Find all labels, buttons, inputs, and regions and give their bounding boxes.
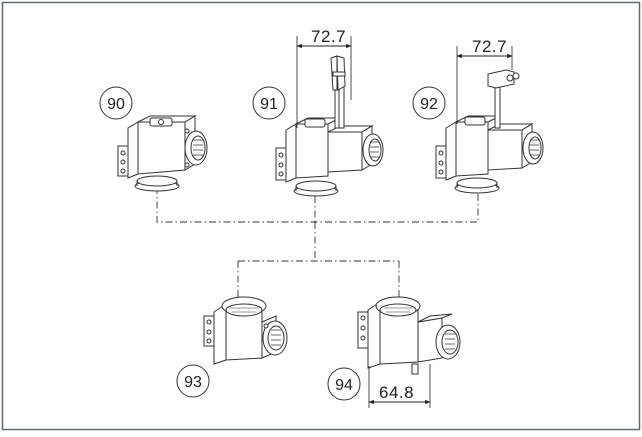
callout-92: 92 (412, 86, 446, 120)
unit-90 (117, 115, 208, 192)
dimension-91 (296, 36, 352, 128)
callout-90-label: 90 (107, 96, 125, 113)
dimension-94 (368, 364, 431, 408)
callout-94: 94 (327, 367, 361, 401)
callout-93-circle (176, 364, 210, 398)
callout-91: 91 (252, 86, 286, 120)
callout-92-label: 92 (420, 96, 438, 113)
callout-93: 93 (176, 364, 210, 398)
callout-90-circle (99, 86, 133, 120)
callout-90: 90 (99, 86, 133, 120)
callout-91-circle (252, 86, 286, 120)
dimension-94-label: 64.8 (379, 383, 414, 402)
callout-91-label: 91 (260, 96, 278, 113)
unit-94 (357, 296, 461, 375)
callout-92-circle (412, 86, 446, 120)
dimension-91-label: 72.7 (311, 27, 346, 46)
callout-94-label: 94 (335, 377, 353, 394)
dimension-92 (456, 46, 513, 124)
callout-93-label: 93 (184, 374, 202, 391)
connector-lines (156, 187, 479, 302)
unit-93 (203, 296, 288, 365)
dimension-92-label: 72.7 (472, 37, 507, 56)
unit-91 (275, 55, 384, 197)
unit-92 (435, 69, 544, 194)
callout-94-circle (327, 367, 361, 401)
